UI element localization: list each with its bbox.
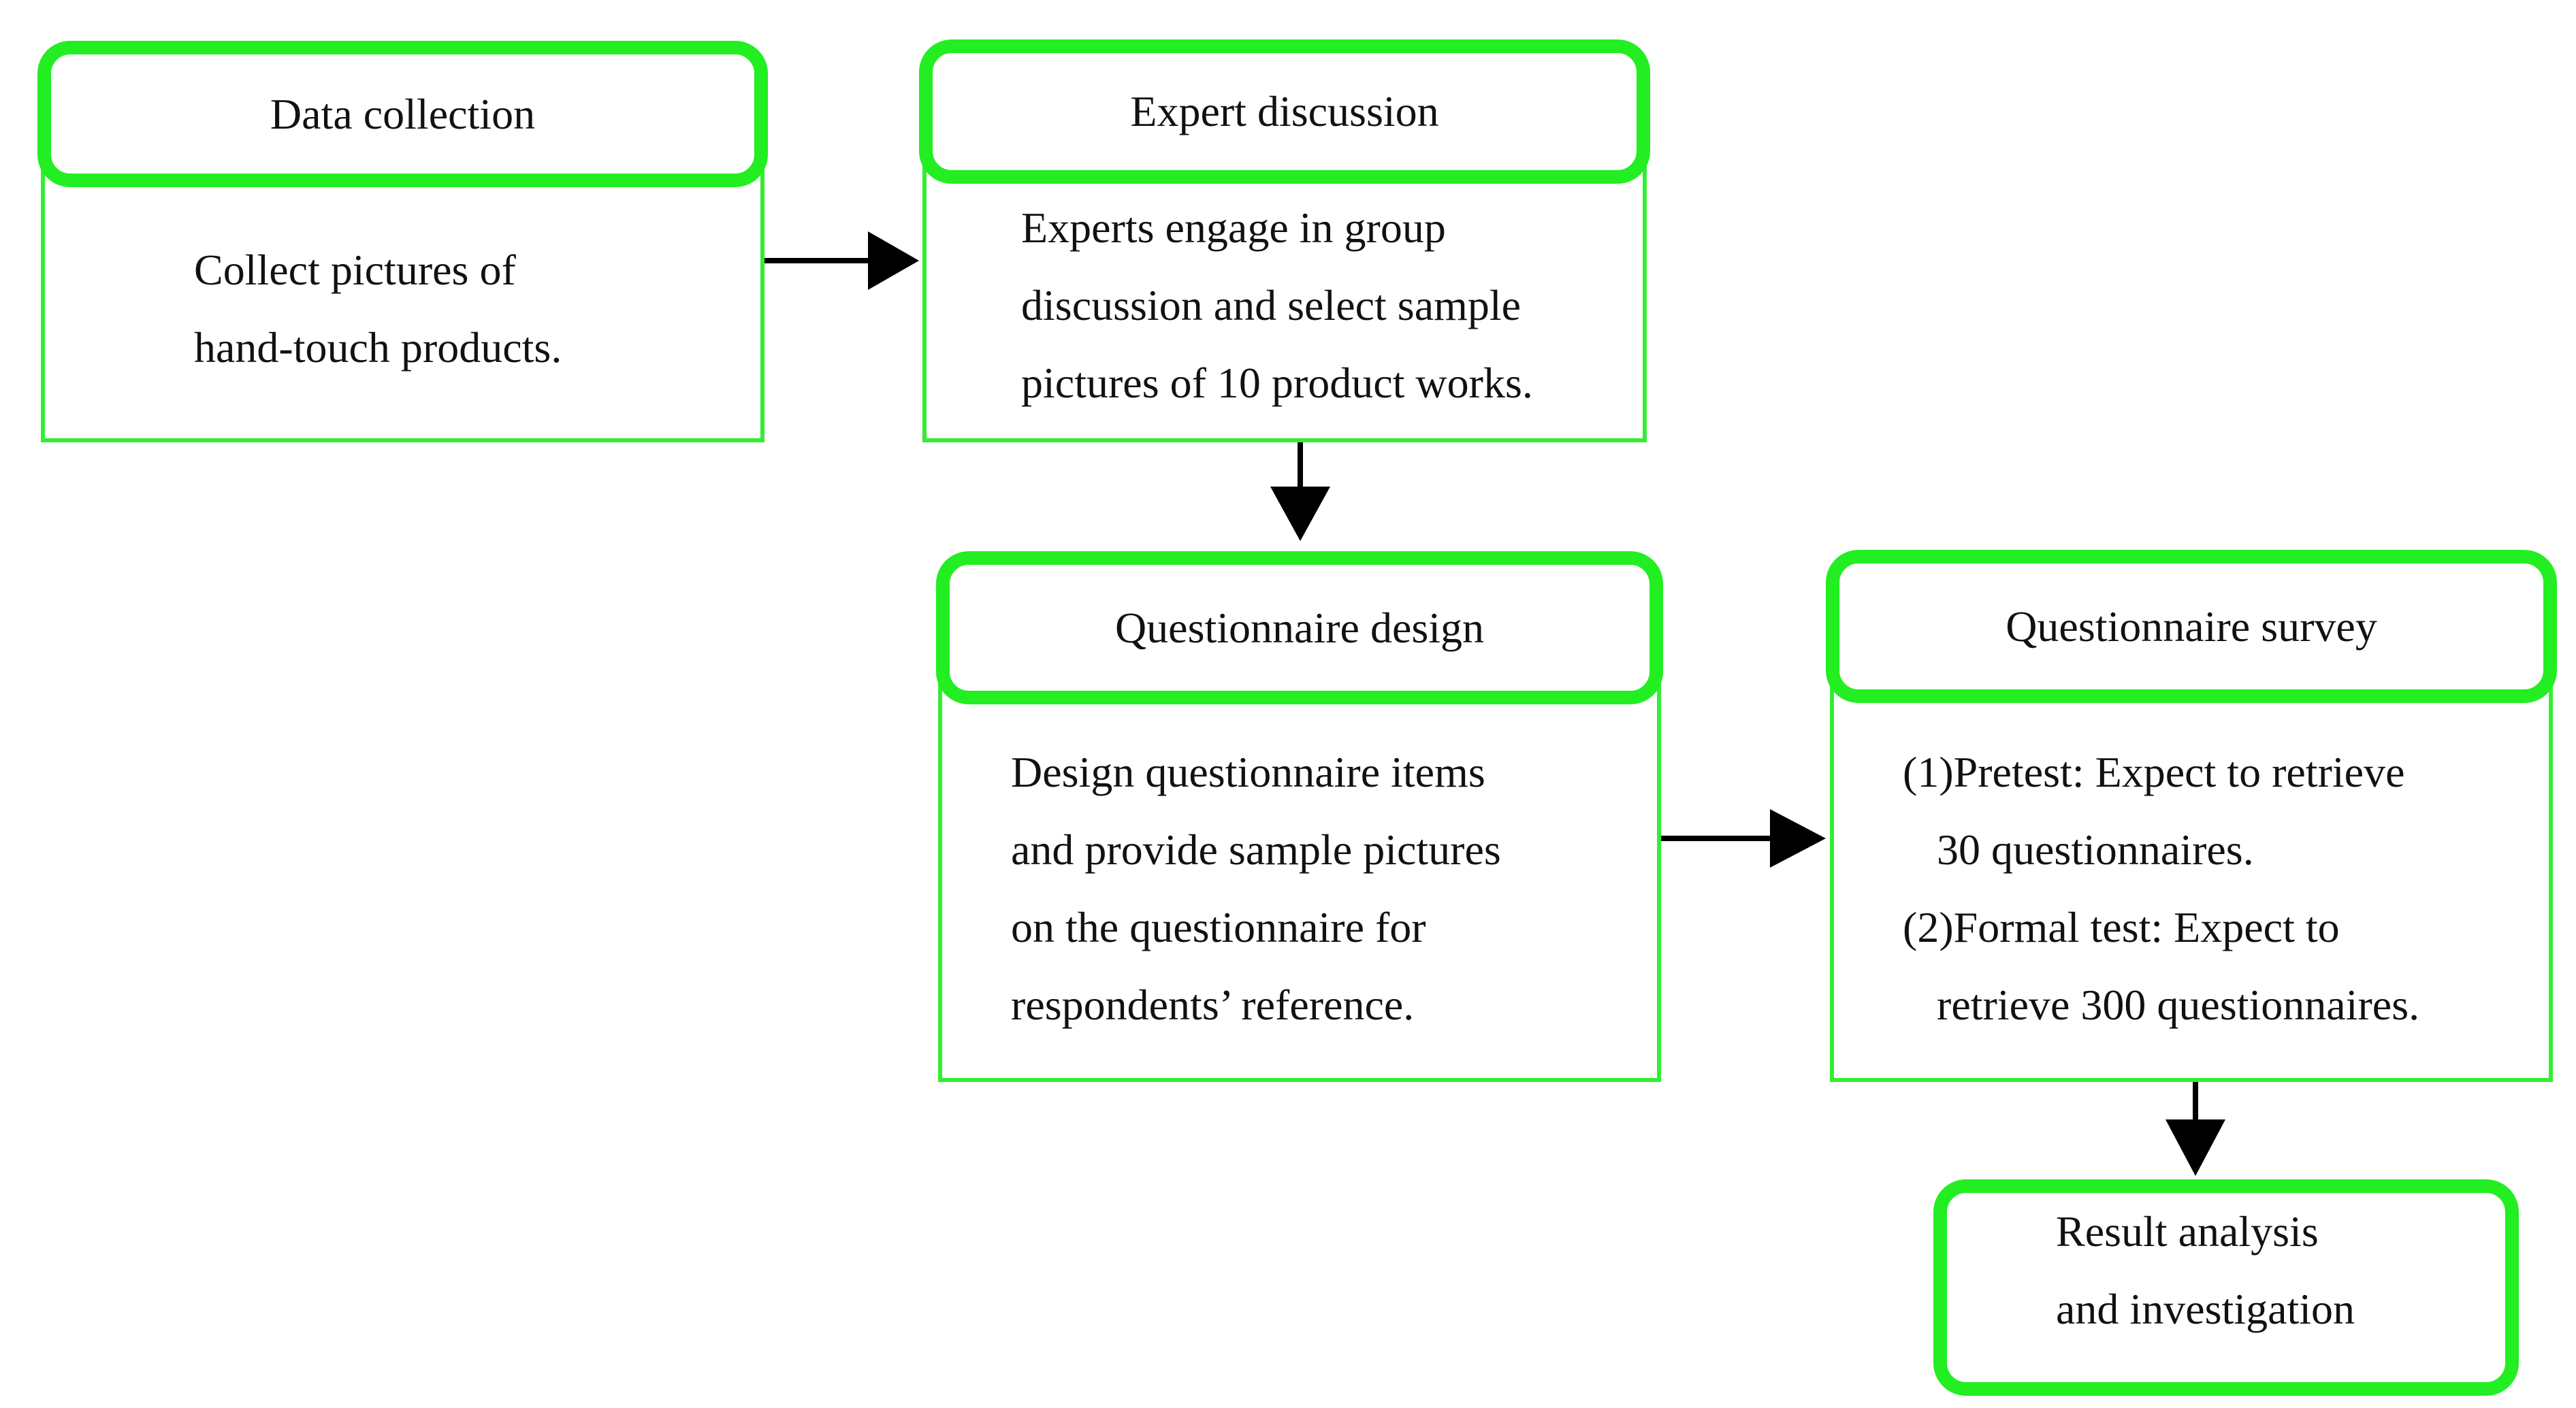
arrow-data-to-expert <box>764 231 919 290</box>
data-collection-header: Data collection <box>37 41 768 187</box>
questionnaire-survey-line-1: (1)Pretest: Expect to retrieve <box>1903 748 2405 796</box>
expert-discussion-line-2: discussion and select sample <box>1021 281 1522 329</box>
questionnaire-survey-line-2: 30 questionnaires. <box>1937 825 2254 874</box>
questionnaire-design-line-3: on the questionnaire for <box>1011 903 1426 951</box>
questionnaire-design-line-1: Design questionnaire items <box>1011 748 1485 796</box>
data-collection-text: Collect pictures of hand-touch products. <box>194 231 562 387</box>
questionnaire-survey-title: Questionnaire survey <box>2006 602 2377 651</box>
arrow-design-to-survey <box>1661 809 1826 868</box>
arrow-survey-to-result <box>2166 1080 2225 1176</box>
result-analysis-line-2: and investigation <box>2056 1285 2355 1333</box>
data-collection-line-2: hand-touch products. <box>194 323 562 372</box>
expert-discussion-line-3: pictures of 10 product works. <box>1021 359 1533 407</box>
questionnaire-design-title: Questionnaire design <box>1114 603 1485 652</box>
result-analysis-line-1: Result analysis <box>2056 1207 2319 1256</box>
questionnaire-survey-header: Questionnaire survey <box>1826 550 2557 703</box>
questionnaire-survey-box <box>1830 629 2553 1082</box>
data-collection-line-1: Collect pictures of <box>194 246 516 294</box>
questionnaire-design-box <box>938 629 1661 1082</box>
questionnaire-survey-text: (1)Pretest: Expect to retrieve 30 questi… <box>1903 734 2419 1044</box>
expert-discussion-line-1: Experts engage in group <box>1021 203 1446 252</box>
arrow-expert-to-design <box>1270 442 1330 541</box>
expert-discussion-header: Expert discussion <box>919 39 1650 184</box>
questionnaire-survey-line-4: retrieve 300 questionnaires. <box>1937 981 2420 1029</box>
questionnaire-design-line-4: respondents’ reference. <box>1011 981 1415 1029</box>
questionnaire-design-header: Questionnaire design <box>936 551 1663 704</box>
questionnaire-design-text: Design questionnaire items and provide s… <box>1011 734 1501 1044</box>
expert-discussion-text: Experts engage in group discussion and s… <box>1021 189 1533 422</box>
result-analysis-text: Result analysis and investigation <box>2056 1193 2355 1348</box>
result-analysis-box: Result analysis and investigation <box>1933 1179 2519 1396</box>
questionnaire-survey-line-3: (2)Formal test: Expect to <box>1903 903 2340 951</box>
expert-discussion-title: Expert discussion <box>1130 87 1439 135</box>
questionnaire-design-line-2: and provide sample pictures <box>1011 825 1501 874</box>
data-collection-title: Data collection <box>270 89 536 138</box>
